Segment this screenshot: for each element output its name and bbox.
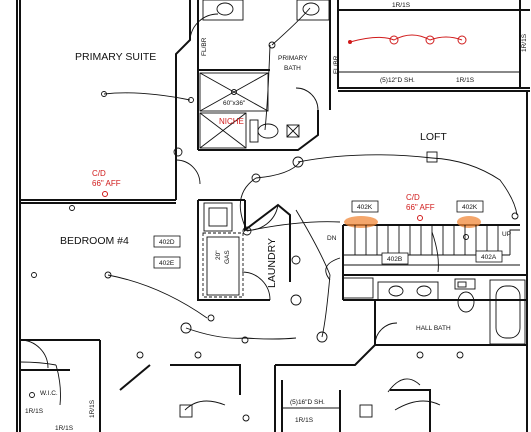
label-stair-up: UP [502,231,511,238]
niche-area: NICHE [199,112,247,149]
room-label-primary-suite: PRIMARY SUITE [75,51,156,63]
room-label-primary-bath-2: BATH [284,65,301,72]
label-shelf-right-vert: 1R/1S [521,33,528,52]
room-label-hall-bath: HALL BATH [416,325,451,332]
tag-402k-right: 402K [456,200,484,213]
label-shower-size: 60"x36" [223,100,246,107]
note-cd-left-2: 66" AFF [92,179,121,188]
cd-marker-right [417,215,423,221]
label-shelf-bottom-center: (5)16"D SH. [290,399,325,406]
toilet-fixture [249,119,300,143]
room-label-wic: W.I.C. [40,390,58,397]
label-stair-dn: DN [327,235,337,242]
tag-402d: 402D [153,235,181,248]
label-gas: GAS [224,250,231,264]
svg-text:402K: 402K [357,204,373,211]
closet-shelving-top-right: (5)12"D SH. 1R/1S 1R/1S 1R/1S [338,2,528,84]
cd-marker-left [102,191,108,197]
shower-fixture: 60"x36" [199,72,269,112]
laundry-appliances [202,202,244,298]
electrical-wiring [19,7,518,411]
note-cd-left-1: C/D [92,169,106,178]
svg-text:402E: 402E [159,260,175,267]
label-shelf-mid-left: (5)12"D SH. [380,77,415,84]
room-label-primary-bath-1: PRIMARY [278,55,308,62]
svg-text:402B: 402B [387,256,402,263]
label-shelf-bottom-right: 1R/1S [295,417,314,424]
svg-text:402D: 402D [159,239,175,246]
label-shelf-top2: 1R/1S [55,425,74,432]
sink-fixtures-top [202,0,330,21]
highlight-left [344,216,378,228]
tag-402e: 402E [153,256,181,269]
electrical-symbols [29,41,519,422]
label-fl-br-right: FL/BR [333,55,340,74]
label-shelf-wic: 1R/1S [89,399,96,418]
svg-text:402A: 402A [481,254,497,261]
label-shelf-top: 1R/1S [392,2,411,9]
label-niche: NICHE [219,117,244,126]
note-cd-right-2: 66" AFF [406,203,435,212]
svg-text:402K: 402K [462,204,478,211]
label-shelf-bottom-left: 1R/1S [25,408,44,415]
tag-402k-left: 402K [351,200,379,213]
label-dryer-size: 20" [215,250,222,260]
room-label-bedroom-4: BEDROOM #4 [60,235,129,247]
note-cd-right-1: C/D [406,193,420,202]
tag-402b: 402B [381,252,409,265]
red-circuit [348,34,467,45]
tag-402a: 402A [475,250,503,263]
highlight-right [457,216,481,228]
door-swings [19,13,398,369]
room-label-loft: LOFT [420,131,447,143]
hall-bath-fixtures [342,277,526,345]
room-label-laundry: LAUNDRY [266,238,278,288]
label-shelf-mid-right: 1R/1S [456,77,475,84]
label-fl-br-left: FL/BR [201,37,208,56]
